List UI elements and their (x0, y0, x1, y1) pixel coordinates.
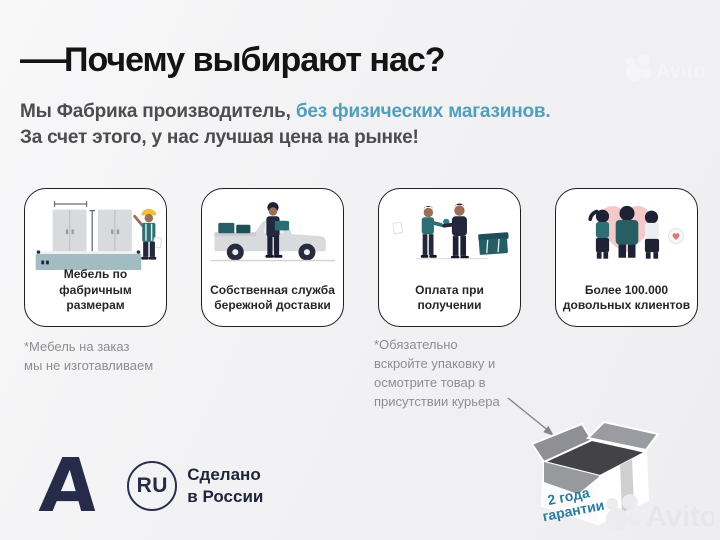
clients-illustration (561, 196, 693, 283)
card-label: Более 100.000 довольных клиентов (562, 282, 691, 313)
subtitle-line1-accent: без физических магазинов. (295, 101, 551, 122)
footnote-line: присутствии курьера (374, 393, 500, 409)
avito-logo-icon: Avito (606, 494, 717, 533)
card-label: Оплата при получении (415, 282, 484, 313)
pointer-arrow (507, 397, 554, 436)
avito-watermark-text: Avito (646, 501, 714, 531)
ru-badge: RU (127, 461, 178, 512)
footnote-open-package: *Обязательно вскройте упаковку и осмотри… (374, 336, 500, 411)
card-own-delivery: Собственная служба бережной доставки (201, 188, 344, 327)
subtitle-line2: За счет этого, у нас лучшая цена на рынк… (20, 127, 419, 149)
made-in-russia-row: A RU Сделано в России (36, 443, 263, 529)
footnote-line: *Обязательно (374, 337, 458, 352)
footnote-custom-furniture: *Мебель на заказ мы не изготавливаем (24, 338, 153, 376)
avito-watermark-text: Avito (656, 61, 706, 83)
guarantee-line1: 2 года (546, 484, 591, 508)
page-title: — Почему выбирают нас? (20, 38, 446, 80)
card-label: Собственная служба бережной доставки (210, 282, 335, 313)
footnote-line: *Мебель на заказ (24, 339, 130, 354)
subtitle: Мы Фабрика производитель, без физических… (20, 99, 551, 151)
avito-logo-icon: Avito (625, 54, 706, 83)
card-payment-on-receipt: Оплата при получении (378, 188, 521, 327)
subtitle-line1-normal: Мы Фабрика производитель, (20, 101, 296, 122)
brand-letter-logo: A (36, 443, 101, 529)
avito-watermark-bottom: Avito (602, 491, 717, 536)
card-label: Мебель по фабричным размерам (59, 267, 132, 313)
delivery-truck-illustration (207, 196, 339, 283)
avito-watermark-top: Avito (620, 52, 708, 87)
payment-illustration (384, 196, 516, 283)
feature-cards-row: Мебель по фабричным размерам (24, 188, 698, 327)
card-happy-clients: Более 100.000 довольных клиентов (555, 188, 698, 327)
footnote-line: мы не изготавливаем (24, 357, 154, 373)
title-text: Почему выбирают нас? (64, 41, 446, 79)
card-factory-sizes: Мебель по фабричным размерам (24, 188, 167, 327)
subtitle-line1: Мы Фабрика производитель, без физических… (20, 99, 551, 125)
furniture-measure-illustration (30, 196, 162, 283)
made-in-russia-label: Сделано в России (187, 464, 263, 508)
made-line1: Сделано (187, 464, 261, 484)
title-dash: — (20, 38, 69, 79)
footnote-line: осмотрите товар в (374, 374, 486, 390)
made-line2: в России (187, 487, 264, 507)
footnote-line: вскройте упаковку и (374, 355, 496, 371)
